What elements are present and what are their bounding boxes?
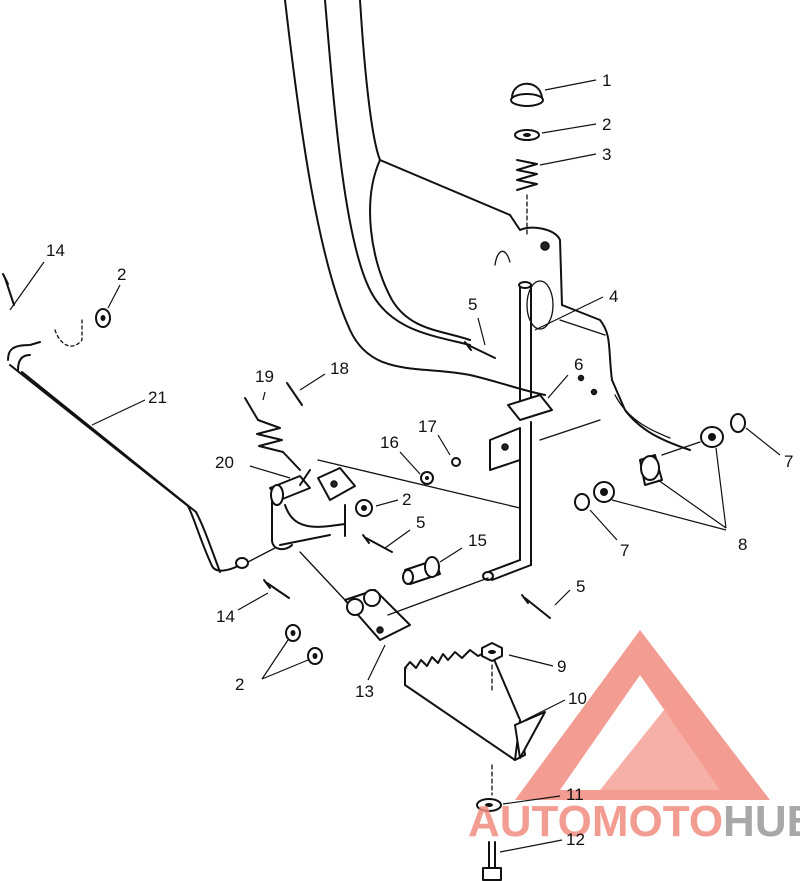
leader-lines (9, 79, 781, 853)
linkage-rod (7, 308, 276, 573)
callout-16: 16 (380, 433, 399, 452)
bushings (539, 413, 746, 511)
rod-bracket (507, 394, 553, 421)
svg-text:AUTOMOTOHUB: AUTOMOTOHUB (468, 797, 800, 846)
watermark-hub: HUB (723, 797, 800, 846)
bolt-5-mid (362, 534, 393, 553)
callout-19: 19 (255, 367, 274, 386)
watermark-moto: MOTO (592, 797, 723, 846)
assembly-line (317, 459, 521, 509)
foot-pedal (404, 642, 546, 812)
callout-3: 3 (602, 145, 611, 164)
watermark-auto: AUTO (468, 797, 592, 846)
bolt-12 (482, 841, 502, 881)
callout-14-upper: 14 (46, 241, 65, 260)
spring-19 (244, 397, 301, 471)
washers-lower (285, 499, 373, 665)
callout-11: 11 (566, 785, 584, 804)
callout-12: 12 (566, 830, 585, 849)
spring-top (516, 159, 538, 191)
watermark-logo: AUTOMOTOHUB (468, 630, 800, 846)
callout-21: 21 (148, 388, 167, 407)
callout-10: 10 (568, 689, 587, 708)
callout-17: 17 (418, 417, 437, 436)
bolt-14-lower (263, 579, 290, 599)
callout-5-mid: 5 (416, 513, 425, 532)
lower-bracket (299, 551, 489, 641)
callout-2-top: 2 (602, 115, 611, 134)
bolt-14-upper (2, 273, 15, 306)
callout-20: 20 (215, 453, 234, 472)
bolt-18 (286, 382, 303, 406)
callout-8: 8 (738, 535, 747, 554)
callout-9: 9 (557, 657, 566, 676)
callout-13: 13 (355, 682, 374, 701)
callout-14-lower: 14 (216, 607, 235, 626)
callout-2-mid: 2 (402, 490, 411, 509)
callout-18: 18 (330, 359, 349, 378)
callout-5-upper: 5 (468, 295, 477, 314)
body-panel (284, 0, 691, 451)
bolt-5-lower (521, 594, 551, 619)
bolt-5-upper (464, 341, 496, 359)
bolts (2, 273, 551, 881)
callout-6: 6 (574, 355, 583, 374)
pedal-lever (269, 467, 356, 551)
callout-15: 15 (468, 531, 487, 550)
callout-2-lower-left: 2 (235, 675, 244, 694)
washer-17 (451, 457, 461, 467)
callout-5-lower: 5 (576, 577, 585, 596)
pivot-pin (402, 556, 441, 585)
callout-2-left: 2 (117, 265, 126, 284)
callout-7-right: 7 (784, 452, 793, 471)
nut-16 (420, 471, 434, 485)
callout-4: 4 (609, 287, 618, 306)
callout-labels: 1 2 3 4 5 6 7 7 8 9 10 11 12 13 2 14 14 … (46, 71, 793, 849)
shift-arm (482, 421, 532, 581)
callout-1: 1 (602, 71, 611, 90)
shift-rod-assembly (507, 82, 553, 421)
callout-7-lower: 7 (620, 541, 629, 560)
